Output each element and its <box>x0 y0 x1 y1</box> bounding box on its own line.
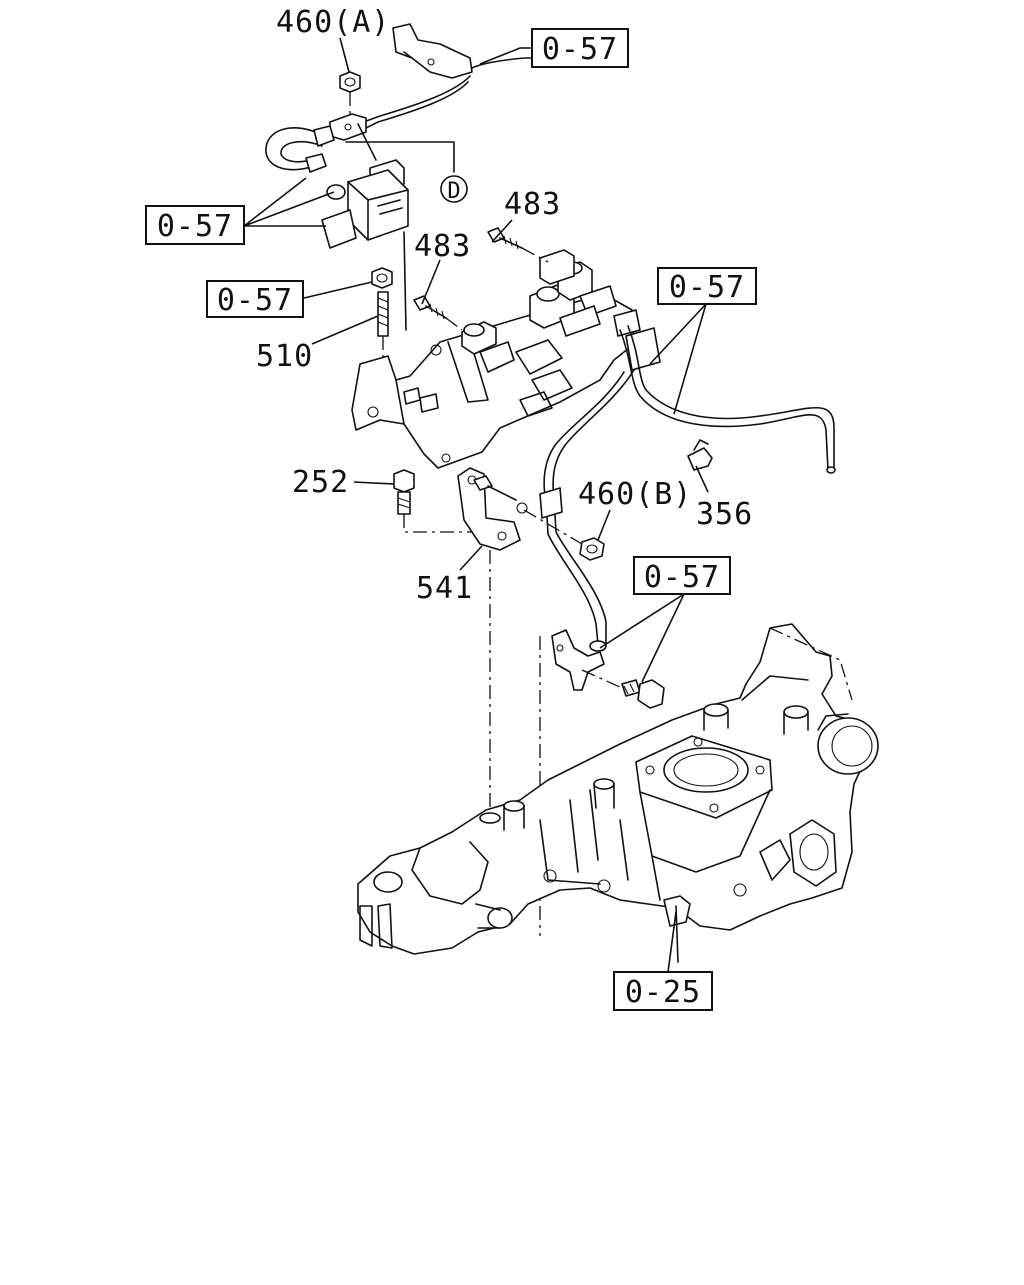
intake-manifold <box>357 623 879 963</box>
ref-box-left-nut: 0-57 <box>206 280 304 318</box>
callout-460b: 460(B) <box>578 477 692 512</box>
hose-loop <box>265 125 335 173</box>
ref-box-lower-bracket: 0-57 <box>633 556 731 595</box>
reference-boxes: 0-57 0-57 0-57 0-57 0-57 0-25 <box>145 28 757 1011</box>
svg-text:0-57: 0-57 <box>669 270 745 305</box>
vsv-manifold-assembly <box>461 249 661 373</box>
nut-upper-stud <box>371 267 393 289</box>
lower-pipe-bracket <box>551 629 605 691</box>
svg-text:0-57: 0-57 <box>157 209 233 244</box>
svg-text:0-57: 0-57 <box>542 32 618 67</box>
svg-text:0-57: 0-57 <box>217 283 293 318</box>
bolt-lower-bracket <box>581 669 665 709</box>
callout-460a: 460(A) <box>276 5 390 40</box>
callout-356: 356 <box>696 497 753 532</box>
vacuum-pipe-down <box>539 369 635 652</box>
leader-lines <box>243 37 709 973</box>
top-pipe-bracket <box>357 23 533 131</box>
vsv-valve <box>321 159 409 249</box>
main-bracket-plate <box>351 293 641 469</box>
clip-356 <box>687 439 713 471</box>
bolt-252 <box>393 469 504 533</box>
callout-252: 252 <box>292 465 349 500</box>
nut-460a <box>339 71 361 118</box>
ref-box-left-cluster: 0-57 <box>145 205 245 245</box>
small-clamp-top <box>329 113 367 141</box>
connector-d-label: D <box>447 179 460 204</box>
callout-483-lower: 483 <box>414 229 471 264</box>
callout-541: 541 <box>416 571 473 606</box>
ref-box-right-pipe: 0-57 <box>657 267 757 305</box>
connector-d-marker: D <box>440 175 468 204</box>
screw-483-upper <box>487 227 549 263</box>
callout-510: 510 <box>256 339 313 374</box>
nut-460b <box>523 509 605 561</box>
svg-text:0-25: 0-25 <box>625 975 701 1010</box>
svg-text:0-57: 0-57 <box>644 560 720 595</box>
ref-box-manifold: 0-25 <box>613 971 713 1011</box>
bracket-541 <box>457 467 528 551</box>
callout-483-upper: 483 <box>504 187 561 222</box>
ref-box-top: 0-57 <box>531 28 629 68</box>
vacuum-pipe-right <box>619 325 836 474</box>
part-callouts: 460(A) 483 483 510 252 460(B) 356 541 <box>256 5 753 606</box>
screw-483-lower <box>413 295 463 331</box>
